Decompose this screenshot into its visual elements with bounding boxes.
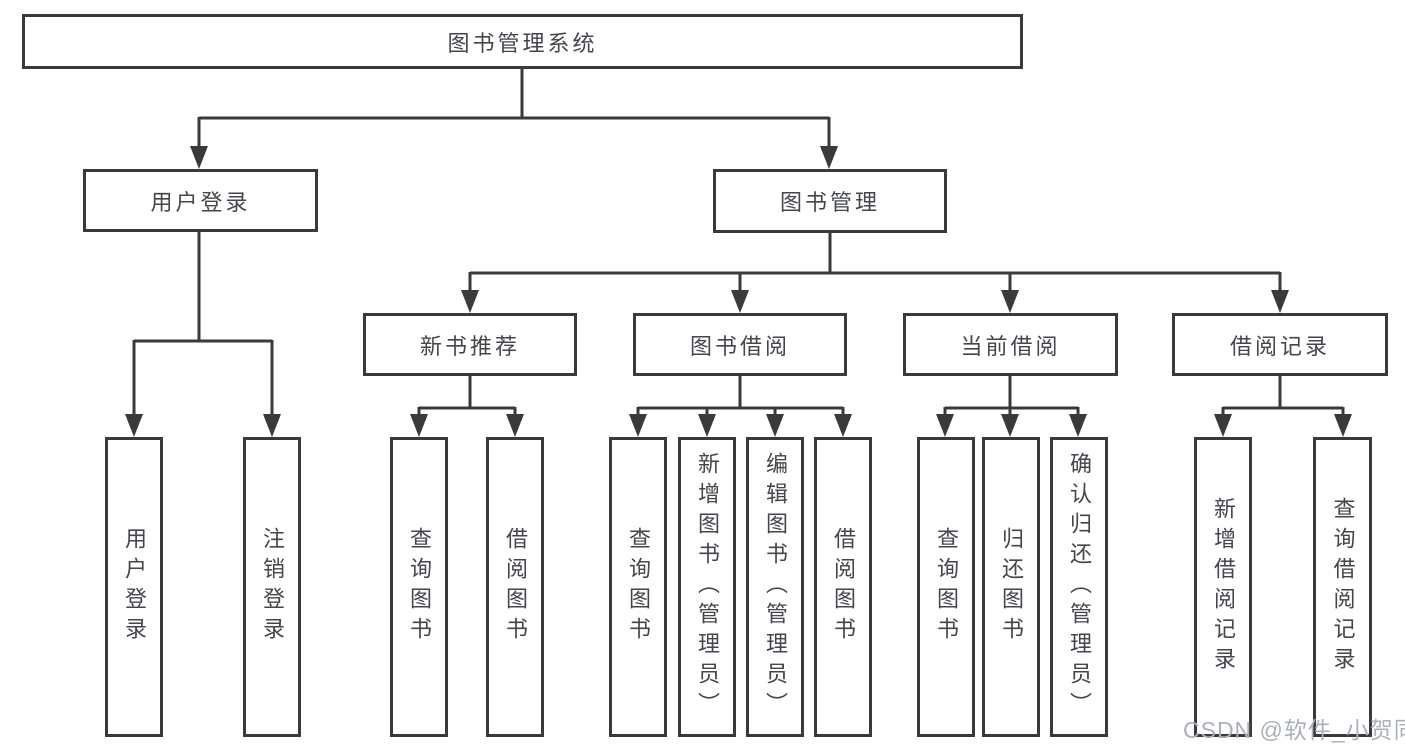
node-library-system: 图书管理系统 <box>22 14 1023 69</box>
leaf-label: 编辑图书（管理员） <box>763 452 788 722</box>
leaf-query-books-borrow: 查询图书 <box>609 437 667 737</box>
leaf-label: 新增图书（管理员） <box>695 452 720 722</box>
leaf-label: 用户登录 <box>122 527 147 647</box>
arrowhead-icons <box>125 146 1352 437</box>
leaf-label: 注销登录 <box>260 527 285 647</box>
leaf-query-books-recommend: 查询图书 <box>390 437 448 737</box>
node-new-book-recommend: 新书推荐 <box>363 313 577 376</box>
leaf-query-books-current: 查询图书 <box>917 437 975 737</box>
leaf-label: 借阅图书 <box>503 527 528 647</box>
leaf-label: 借阅图书 <box>831 527 856 647</box>
leaf-add-book-admin: 新增图书（管理员） <box>678 437 736 737</box>
leaf-borrow-books-recommend: 借阅图书 <box>486 437 544 737</box>
node-book-management: 图书管理 <box>713 169 947 233</box>
leaf-label: 确认归还（管理员） <box>1067 452 1092 722</box>
leaf-label: 归还图书 <box>999 527 1024 647</box>
connector-shafts <box>132 69 1345 419</box>
leaf-borrow-books: 借阅图书 <box>814 437 872 737</box>
leaf-return-books: 归还图书 <box>982 437 1040 737</box>
leaf-user-login: 用户登录 <box>105 437 163 737</box>
leaf-label: 查询图书 <box>407 527 432 647</box>
leaf-label: 查询图书 <box>626 527 651 647</box>
leaf-confirm-return-admin: 确认归还（管理员） <box>1050 437 1108 737</box>
leaf-logout: 注销登录 <box>243 437 301 737</box>
leaf-edit-book-admin: 编辑图书（管理员） <box>746 437 804 737</box>
node-book-borrow: 图书借阅 <box>633 313 847 376</box>
leaf-label: 新增借阅记录 <box>1211 497 1236 677</box>
node-current-borrow: 当前借阅 <box>903 313 1118 376</box>
leaf-label: 查询图书 <box>934 527 959 647</box>
leaf-add-borrow-record: 新增借阅记录 <box>1194 437 1252 737</box>
leaf-query-borrow-record: 查询借阅记录 <box>1313 437 1372 737</box>
csdn-watermark: CSDN @软件_小贺同学 <box>1183 717 1405 743</box>
leaf-label: 查询借阅记录 <box>1330 497 1356 677</box>
node-user-login: 用户登录 <box>83 169 318 232</box>
node-borrow-records: 借阅记录 <box>1172 313 1388 376</box>
